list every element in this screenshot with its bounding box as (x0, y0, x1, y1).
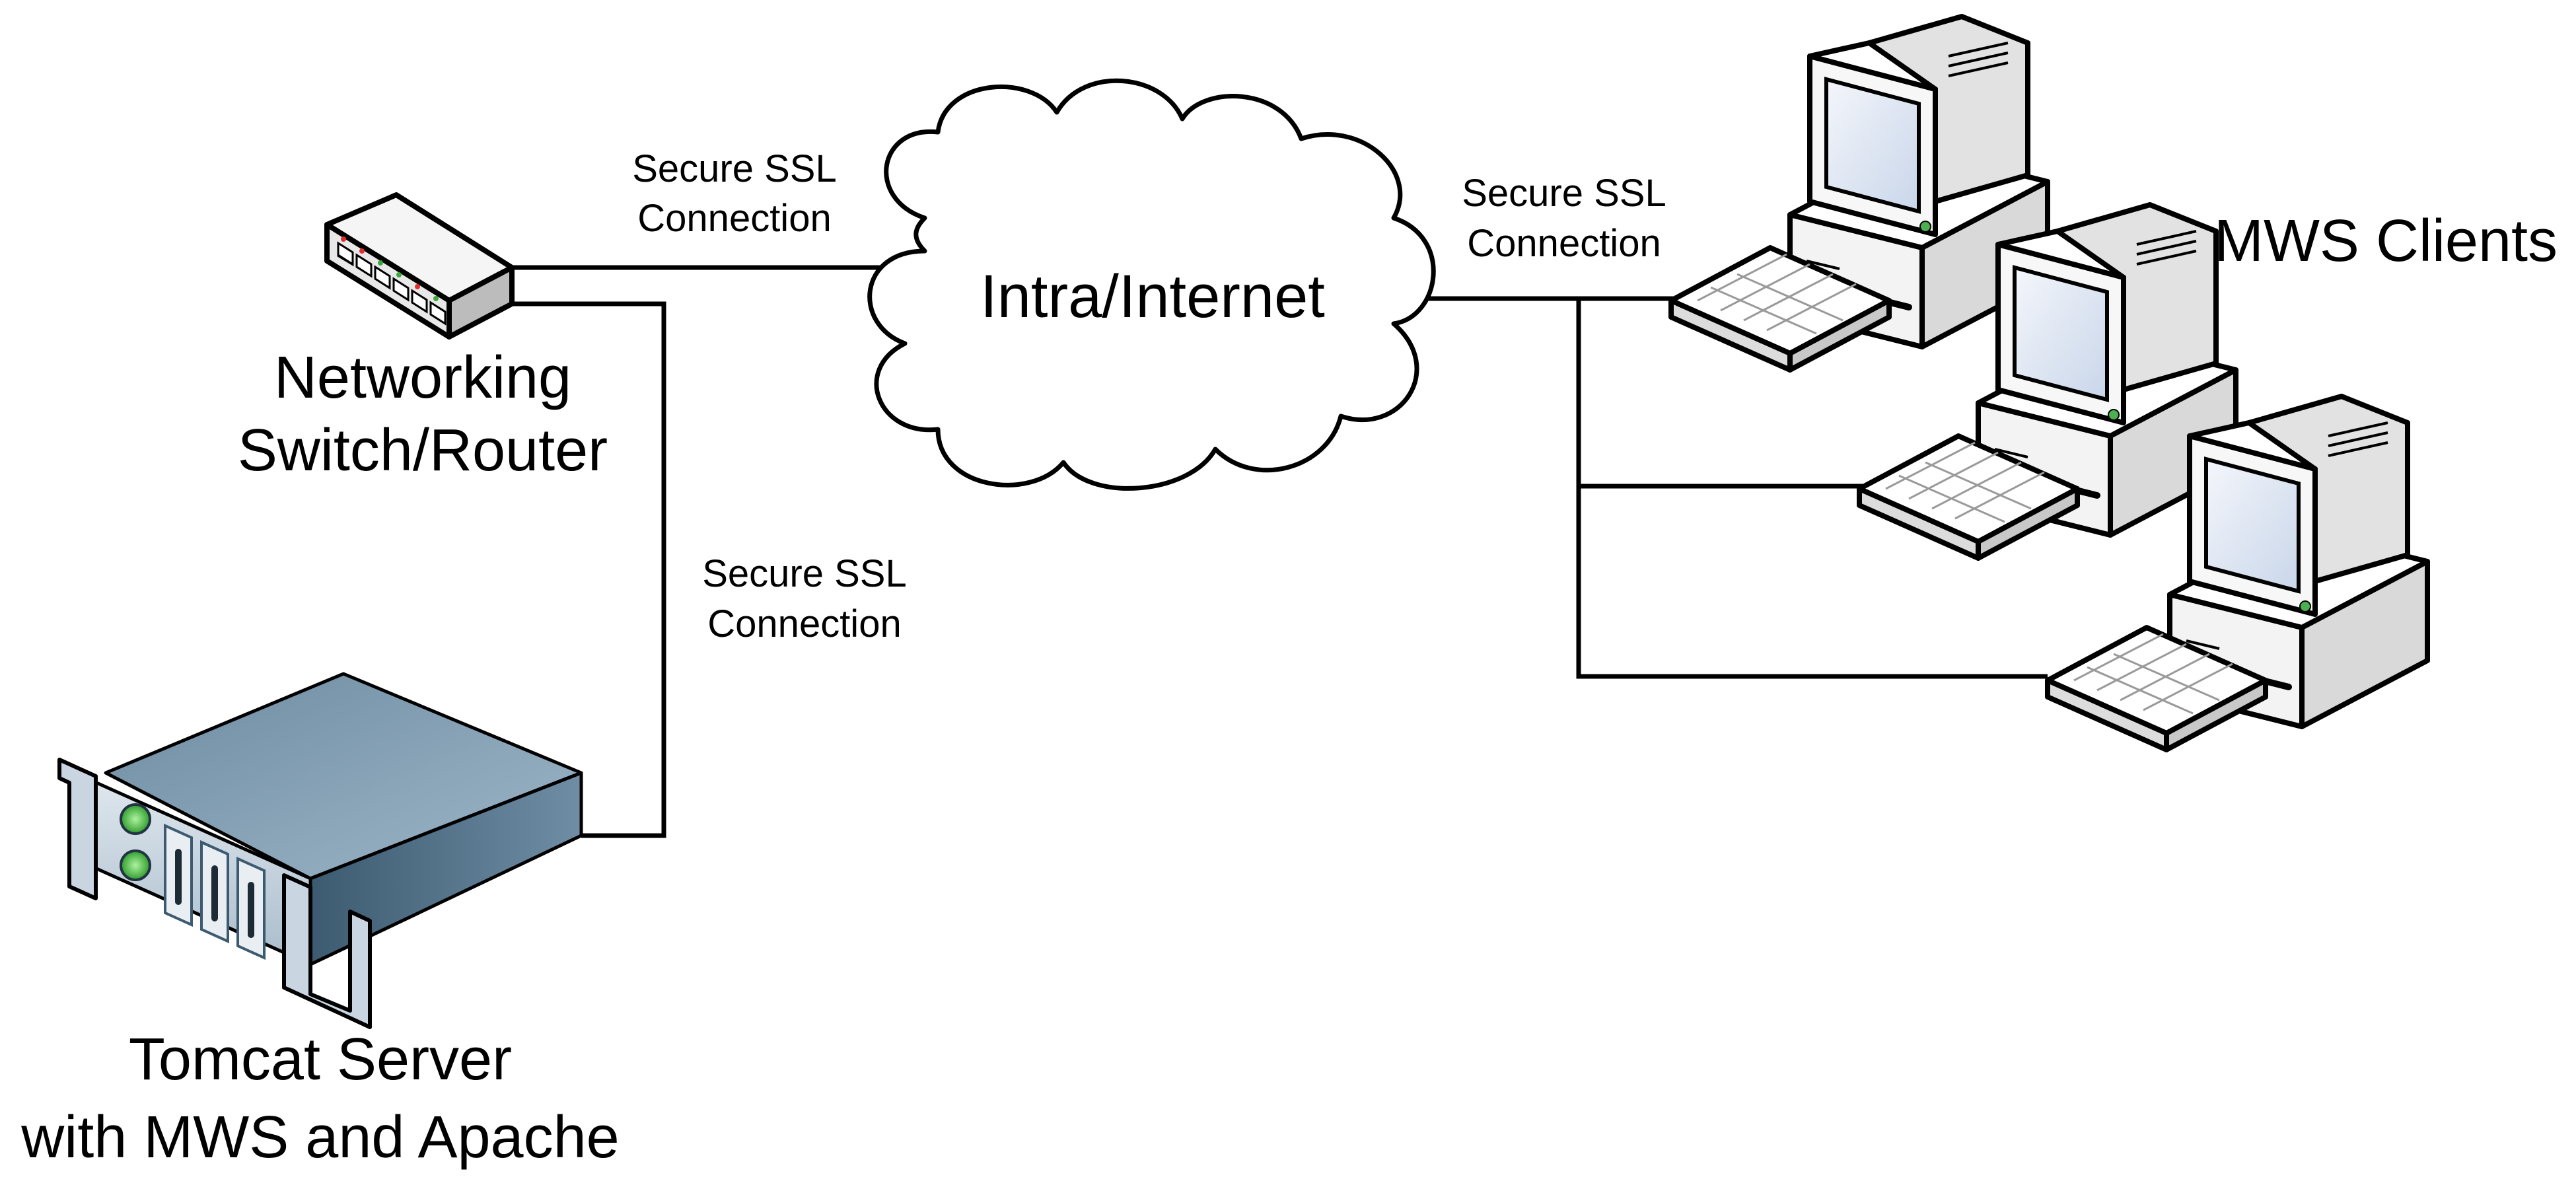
ssl-label-right-line1: Secure SSL (1462, 172, 1666, 215)
switch-to-server-line (509, 301, 666, 838)
ssl-label-right-line2: Connection (1467, 222, 1661, 265)
ssl-label-mid-line1: Secure SSL (702, 552, 907, 595)
client-trunk-line (1576, 299, 2048, 679)
switch-label-line2: Switch/Router (238, 417, 608, 484)
server-label-line2: with MWS and Apache (20, 1104, 619, 1171)
ssl-label-mid-line2: Connection (707, 602, 901, 645)
connection-lines (509, 265, 2048, 838)
server-icon (57, 672, 583, 1029)
clients-label: MWS Clients (2214, 208, 2558, 274)
switch-router-icon (324, 192, 515, 340)
cloud-label: Intra/Internet (980, 263, 1325, 330)
server-label-line1: Tomcat Server (129, 1027, 512, 1093)
cloud-icon (867, 78, 1436, 491)
switch-label-line1: Networking (274, 345, 571, 411)
ssl-label-top-line1: Secure SSL (632, 147, 837, 190)
ssl-label-top-line2: Connection (637, 197, 831, 240)
